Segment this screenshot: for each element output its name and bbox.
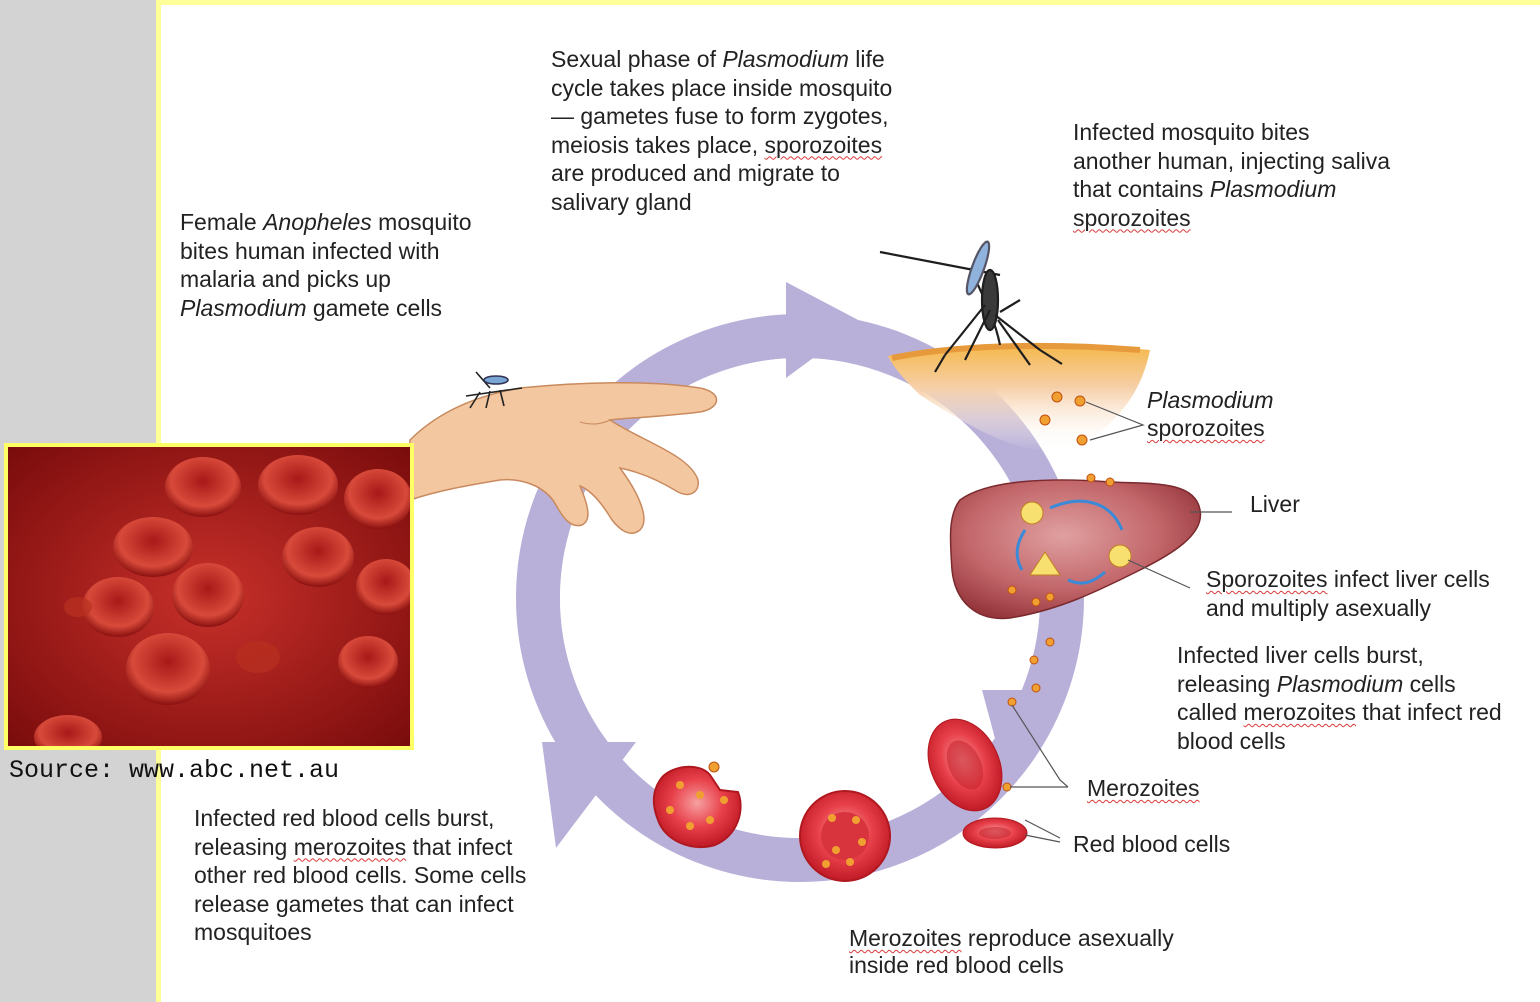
label-red-blood-cells: Red blood cells: [1073, 830, 1230, 858]
caption-liver-cells-burst: Infected liver cells burst, releasing Pl…: [1177, 641, 1537, 755]
label-sporozoites-infect: Sporozoites infect liver cells and multi…: [1206, 565, 1490, 623]
label-liver: Liver: [1250, 490, 1300, 518]
infected-red-blood-cell: [800, 791, 890, 881]
blood-micrograph-photo: [4, 443, 414, 750]
label-plasmodium-sporozoites: Plasmodium sporozoites: [1147, 386, 1274, 442]
caption-sexual-phase: Sexual phase of Plasmodium life cycle ta…: [551, 45, 951, 216]
source-credit: Source: www.abc.net.au: [9, 756, 339, 785]
caption-red-cells-burst: Infected red blood cells burst, releasin…: [194, 804, 594, 947]
caption-female-mosquito: Female Anopheles mosquito bites human in…: [180, 208, 540, 322]
caption-infected-mosquito-bites: Infected mosquito bites another human, i…: [1073, 118, 1453, 232]
label-merozoites: Merozoites: [1087, 774, 1199, 802]
liver-illustration: [950, 474, 1232, 618]
caption-merozoites-reproduce: Merozoites reproduce asexually inside re…: [849, 925, 1229, 979]
